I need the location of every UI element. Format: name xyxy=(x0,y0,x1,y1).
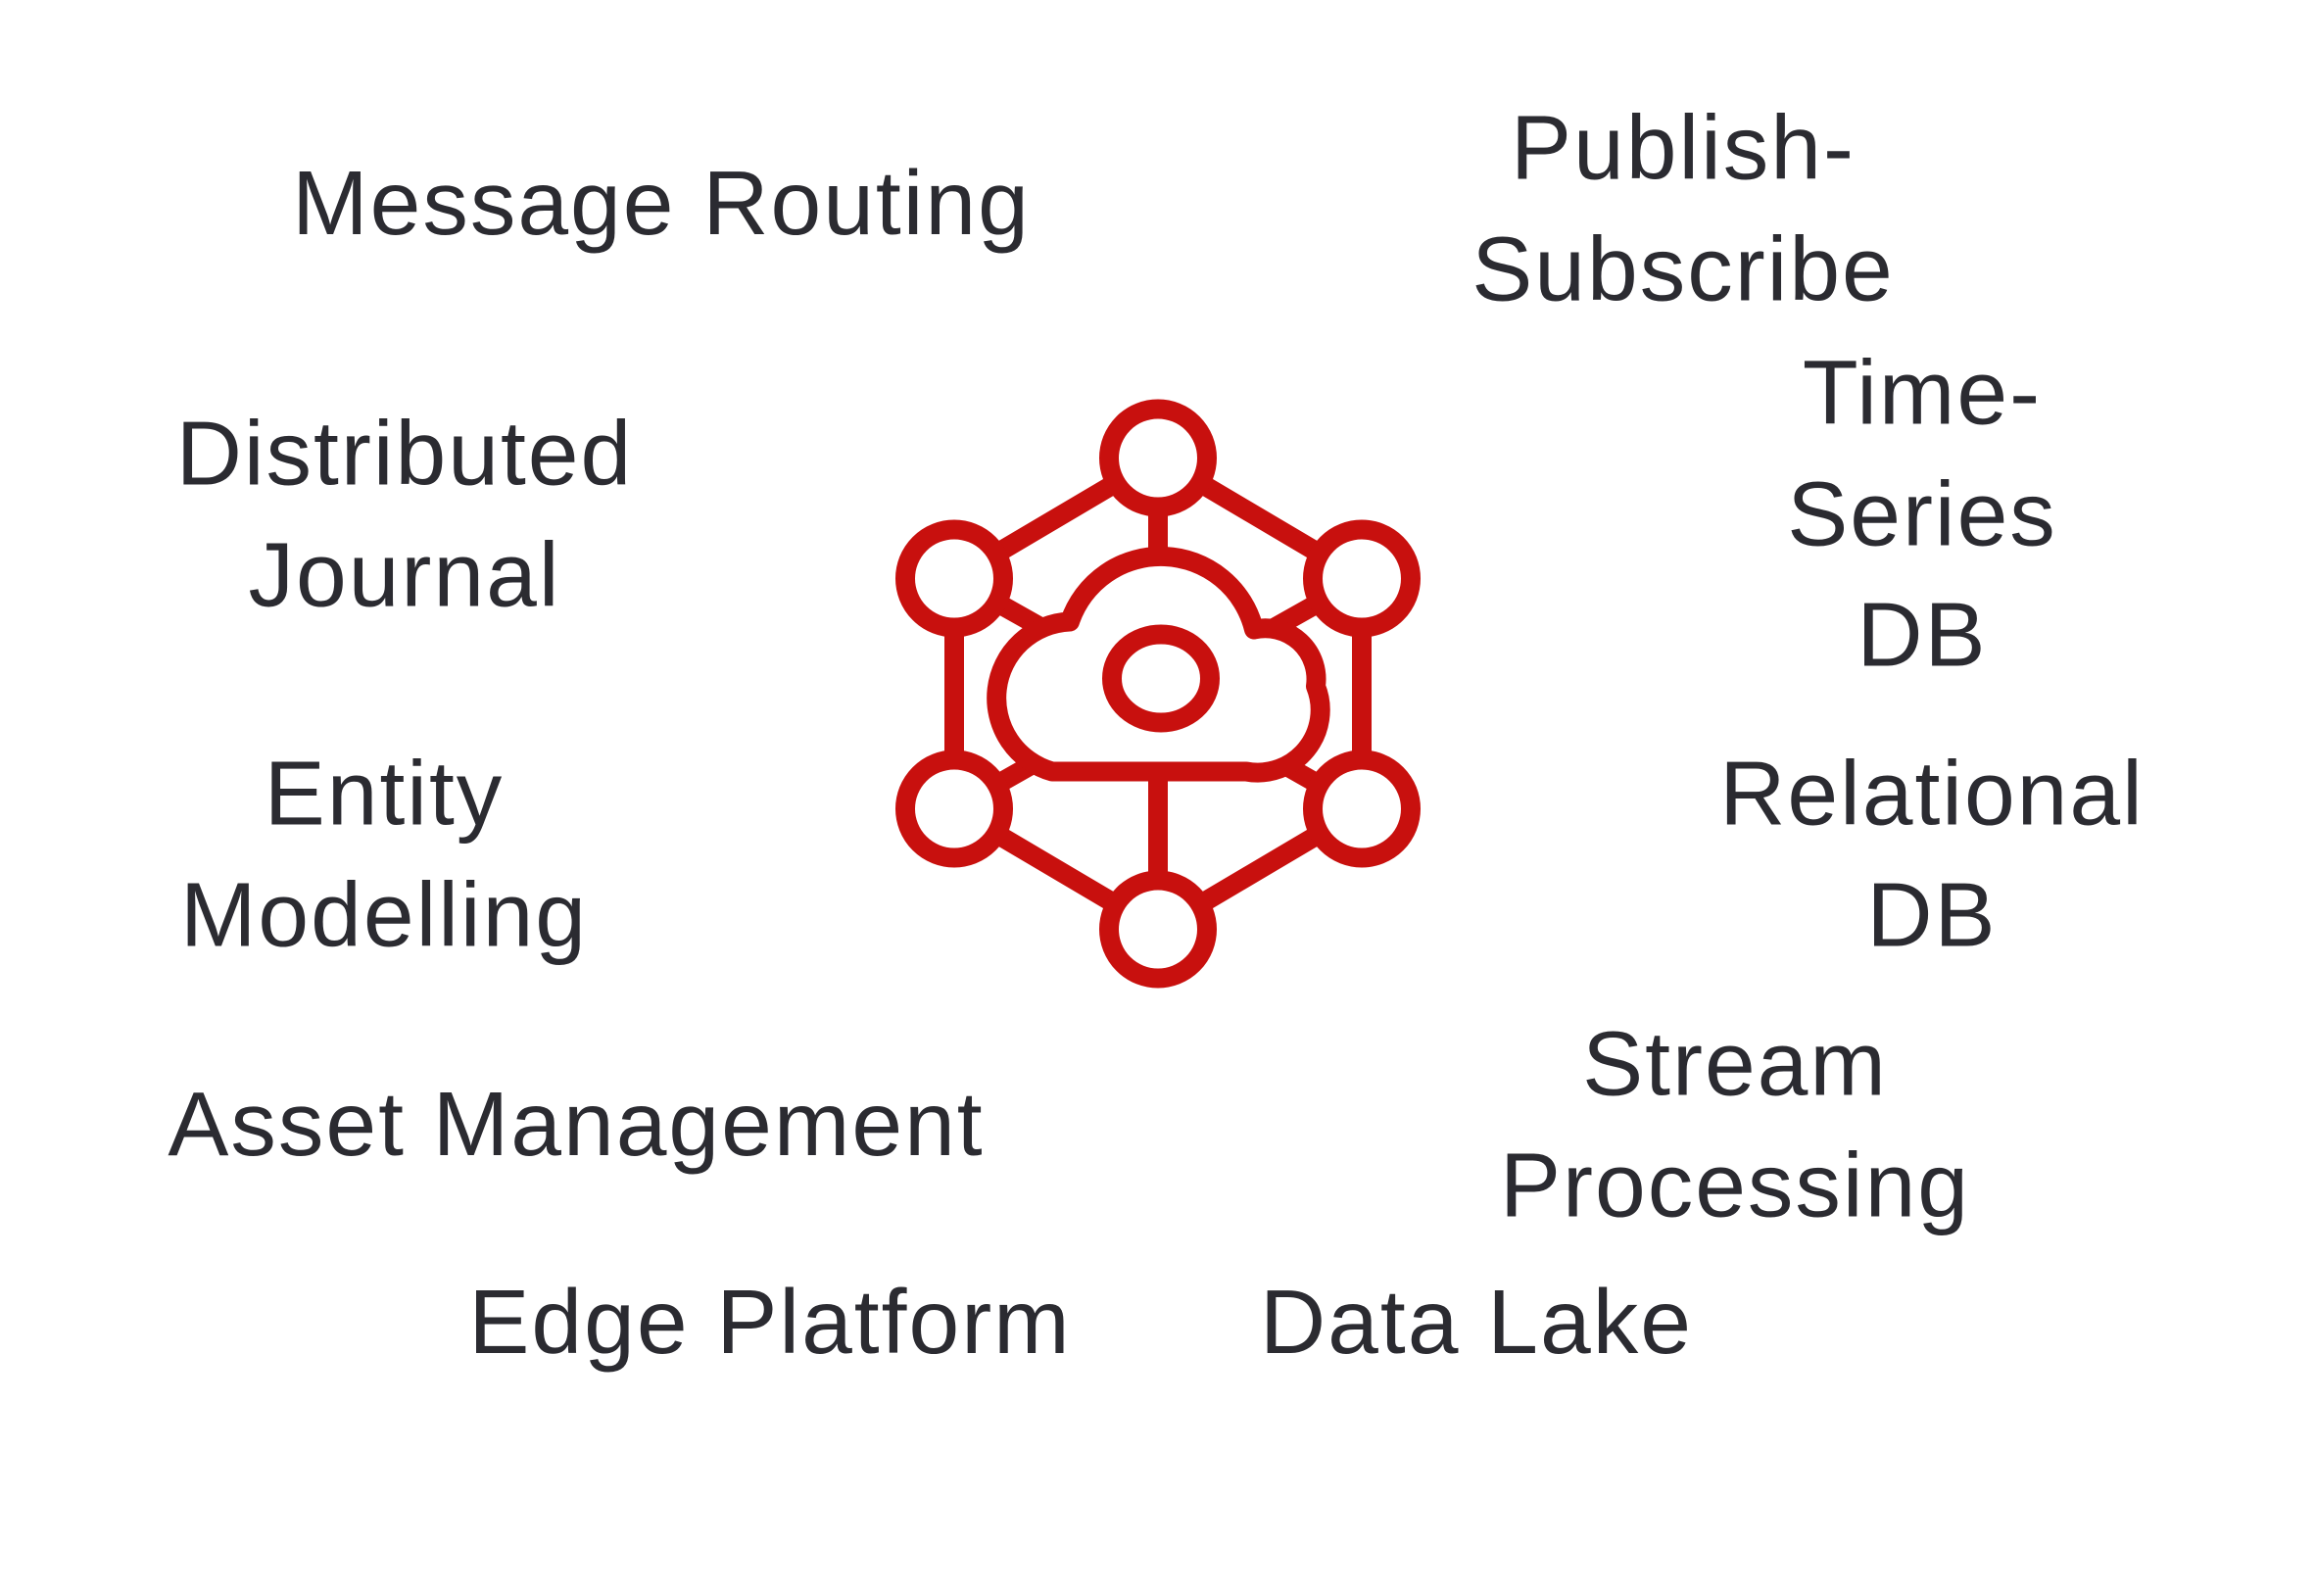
label-distributed-journal: Distributed Journal xyxy=(175,402,634,625)
label-relational-db: Relational DB xyxy=(1719,742,2145,965)
cloud-network-icon xyxy=(884,388,1432,1000)
label-asset-management: Asset Management xyxy=(168,1073,985,1176)
label-stream-processing: Stream Processing xyxy=(1499,1012,1971,1235)
label-publish-subscribe: Publish-Subscribe xyxy=(1471,96,1895,319)
label-message-routing: Message Routing xyxy=(292,152,1031,255)
label-entity-modelling: Entity Modelling xyxy=(179,742,589,965)
label-edge-platform: Edge Platform xyxy=(468,1271,1072,1374)
label-data-lake: Data Lake xyxy=(1260,1271,1693,1374)
label-time-series-db: Time-Series DB xyxy=(1787,341,2057,686)
